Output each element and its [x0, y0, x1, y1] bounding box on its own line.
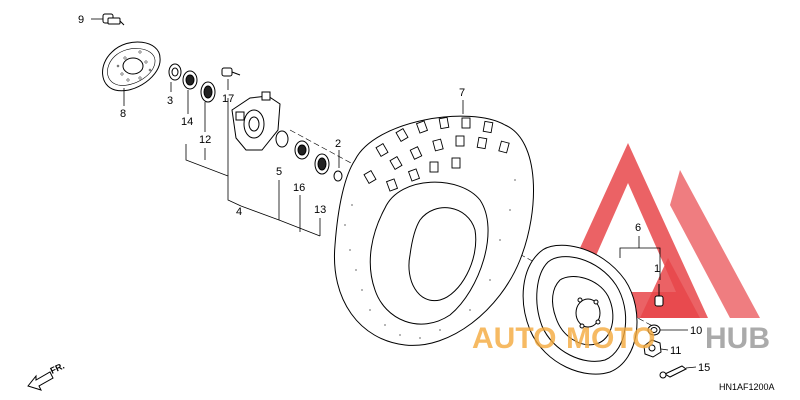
- callout-8: 8: [120, 108, 126, 120]
- callout-2: 2: [335, 138, 341, 150]
- leader-lines: [91, 18, 697, 369]
- disc-bolt: [102, 13, 125, 26]
- bearing-hub: [294, 140, 310, 160]
- callout-labels: 9 8 3 14 12 17 4 5 16 13 2 7 6 10 11 15 …: [78, 14, 710, 374]
- diagram-code: HN1AF1200A: [719, 382, 775, 392]
- callout-1: 1: [654, 263, 660, 275]
- callout-15: 15: [698, 362, 710, 374]
- wheel-rim: [522, 244, 638, 375]
- callout-16: 16: [293, 182, 305, 194]
- valve-stem: [654, 284, 664, 307]
- oil-seal: [168, 63, 182, 81]
- callout-10: 10: [690, 325, 702, 337]
- callout-3: 3: [167, 95, 173, 107]
- callout-9: 9: [78, 14, 84, 26]
- bearing-inner: [200, 81, 216, 103]
- tire: [333, 115, 534, 346]
- axle-nut: [333, 170, 343, 182]
- distance-collar: [275, 130, 289, 148]
- callout-4: 4: [236, 206, 242, 218]
- callout-12: 12: [199, 134, 211, 146]
- bearing-outer: [182, 70, 198, 90]
- callout-11: 11: [670, 345, 681, 357]
- watermark-auto: AUTO: [472, 322, 556, 355]
- front-arrow: FR.: [27, 361, 66, 391]
- callout-5: 5: [276, 166, 282, 178]
- lug-nut-10: [647, 324, 661, 336]
- callout-14: 14: [181, 116, 193, 128]
- watermark-text: AUTO MOTO HUB: [472, 322, 770, 355]
- callout-7: 7: [459, 87, 465, 99]
- wheel-hub: [231, 91, 281, 151]
- bearing-outer-2: [314, 153, 330, 175]
- lug-nut-11: [643, 339, 662, 358]
- front-label: FR.: [49, 361, 66, 376]
- hub-stud: [221, 67, 241, 77]
- callout-6: 6: [635, 222, 641, 234]
- cotter-pin: [659, 365, 687, 379]
- watermark-moto: MOTO: [566, 322, 655, 355]
- callout-13: 13: [314, 204, 326, 216]
- watermark-hub: HUB: [705, 322, 770, 355]
- callout-17: 17: [222, 93, 234, 105]
- brake-disc: [102, 41, 161, 92]
